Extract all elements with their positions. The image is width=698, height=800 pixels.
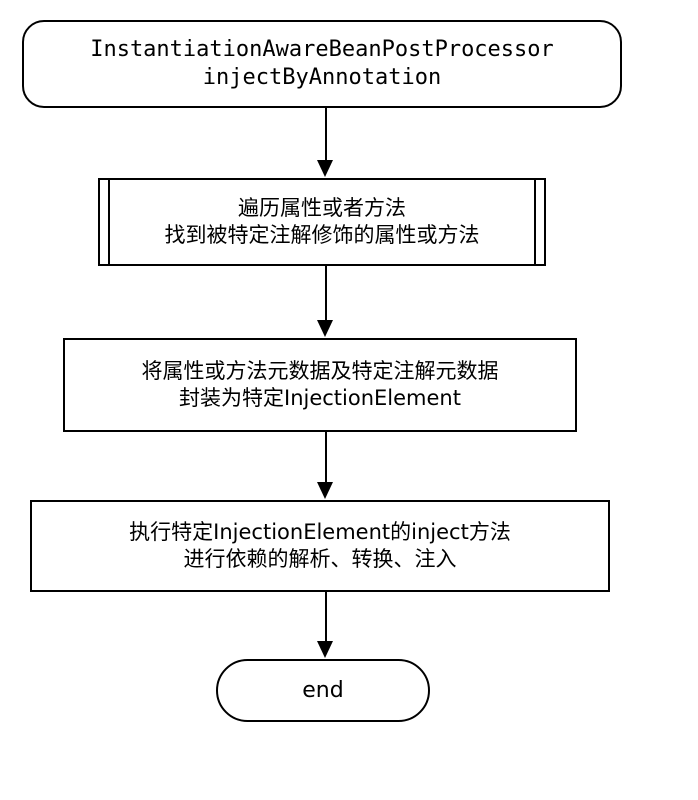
node-step2-label: 将属性或方法元数据及特定注解元数据 封装为特定InjectionElement	[141, 359, 499, 410]
subroutine-left-rule	[108, 180, 110, 264]
edge-step2-to-step3-arrowhead	[317, 482, 333, 499]
edge-step2-to-step3-line	[325, 432, 327, 482]
subroutine-right-rule	[534, 180, 536, 264]
node-step2[interactable]: 将属性或方法元数据及特定注解元数据 封装为特定InjectionElement	[63, 338, 577, 432]
node-end-label: end	[302, 677, 344, 703]
edge-start-to-step1-line	[325, 108, 327, 160]
node-step3[interactable]: 执行特定InjectionElement的inject方法 进行依赖的解析、转换…	[30, 500, 610, 592]
edge-step3-to-end-arrowhead	[317, 641, 333, 658]
node-step1[interactable]: 遍历属性或者方法 找到被特定注解修饰的属性或方法	[98, 178, 546, 266]
node-step3-label: 执行特定InjectionElement的inject方法 进行依赖的解析、转换…	[129, 520, 511, 571]
edge-step1-to-step2-line	[325, 266, 327, 320]
edge-step1-to-step2-arrowhead	[317, 320, 333, 337]
edge-start-to-step1-arrowhead	[317, 160, 333, 177]
node-start-label: InstantiationAwareBeanPostProcessor inje…	[90, 36, 554, 90]
edge-step3-to-end-line	[325, 592, 327, 641]
node-start[interactable]: InstantiationAwareBeanPostProcessor inje…	[22, 20, 622, 108]
node-step1-label: 遍历属性或者方法 找到被特定注解修饰的属性或方法	[164, 196, 480, 247]
node-end[interactable]: end	[216, 659, 430, 722]
